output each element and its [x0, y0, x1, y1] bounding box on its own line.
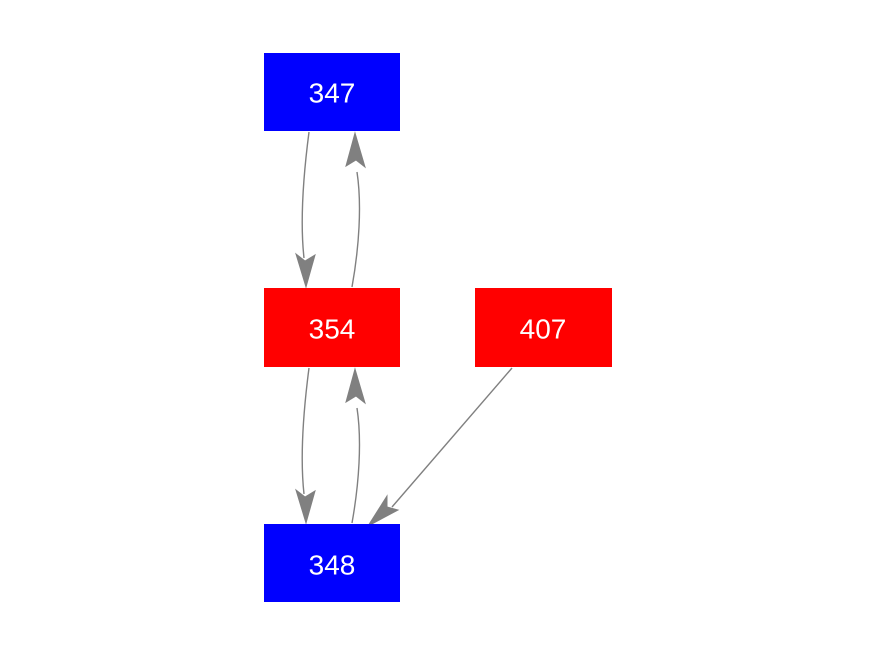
edges-layer: [295, 131, 513, 528]
node-407[interactable]: 407: [475, 288, 612, 367]
node-347[interactable]: 347: [264, 53, 400, 131]
node-407-rect[interactable]: [475, 288, 612, 367]
node-348-rect[interactable]: [264, 524, 400, 602]
edge-407-to-348-line: [391, 367, 513, 508]
edge-354-to-347-line: [351, 171, 361, 288]
nodes-layer: 347 354 407 348: [264, 53, 612, 602]
edge-354-to-347-arrowhead: [345, 131, 366, 169]
edge-348-to-354-arrowhead: [345, 367, 366, 405]
edge-354-to-347[interactable]: [345, 131, 366, 288]
edge-347-to-354-line: [301, 131, 310, 259]
edge-348-to-354-line: [351, 407, 361, 524]
edge-407-to-348[interactable]: [366, 367, 513, 528]
node-347-rect[interactable]: [264, 53, 400, 131]
edge-347-to-354[interactable]: [295, 131, 316, 289]
node-348[interactable]: 348: [264, 524, 400, 602]
node-354-rect[interactable]: [264, 288, 400, 367]
node-354[interactable]: 354: [264, 288, 400, 367]
edge-407-to-348-arrowhead: [366, 494, 400, 528]
edge-347-to-354-arrowhead: [295, 252, 316, 289]
edge-354-to-348-line: [301, 367, 310, 495]
edge-354-to-348[interactable]: [295, 367, 316, 525]
edge-354-to-348-arrowhead: [295, 488, 316, 525]
edge-348-to-354[interactable]: [345, 367, 366, 524]
